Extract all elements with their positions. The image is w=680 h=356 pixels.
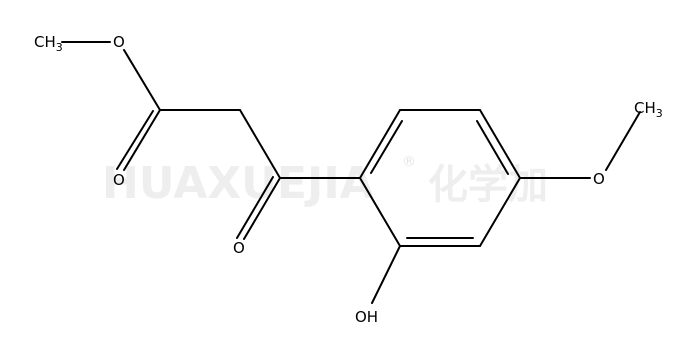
bonds <box>61 41 641 304</box>
watermark-latin: HUAXUEJIA <box>102 158 374 209</box>
ring-bond-c4-c5 <box>479 177 521 247</box>
atom-o-ester-carbonyl: O <box>113 171 125 189</box>
ring-inner-bond-c3-c4 <box>476 120 509 175</box>
ring-bond-c1-c2 <box>359 109 401 179</box>
atom-o-methoxy: O <box>593 170 605 188</box>
atom-labels: CH3 O O O OH O CH3 <box>34 33 663 326</box>
bond-ketone-c-o-double-1 <box>243 177 281 240</box>
bond-methoxy-o-ch3 <box>605 111 641 171</box>
bond-ester-c-o-double-1 <box>123 109 161 171</box>
atom-hydroxyl: OH <box>355 308 378 326</box>
ring-bond-c6-c1 <box>359 177 401 247</box>
atom-o-ester-ether: O <box>113 33 125 51</box>
ring-bond-c3-c4 <box>479 109 521 179</box>
watermark-registered-mark: ® <box>402 154 416 170</box>
bond-ketone-c-o-double-2 <box>236 176 274 239</box>
watermark: HUAXUEJIA ® 化学加 <box>102 154 548 209</box>
atom-ch3-ester: CH3 <box>34 33 63 54</box>
atom-ch3-methoxy: CH3 <box>634 99 663 120</box>
atom-o-ketone: O <box>233 239 245 257</box>
watermark-cjk: 化学加 <box>428 162 548 208</box>
bond-ester-c-o-double-2 <box>116 110 154 170</box>
bond-o-carbonyl-c <box>123 49 161 111</box>
bond-ch2-ketone-c <box>239 109 281 179</box>
ring-inner-bond-c2-c1 <box>370 120 403 174</box>
bond-ring-oh <box>371 245 401 304</box>
